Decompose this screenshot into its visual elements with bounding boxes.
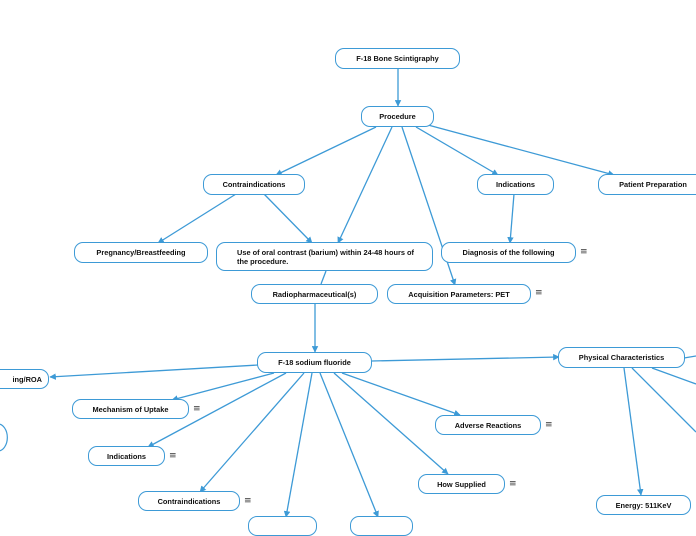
node-indications-sub-notes-icon[interactable]: ≡ bbox=[169, 451, 177, 461]
edge-oral-contrast-radiopharm bbox=[320, 270, 327, 285]
edge-contraindications-pregnancy bbox=[157, 193, 237, 244]
node-f18-sodium-fluoride[interactable]: F-18 sodium fluoride bbox=[257, 352, 372, 373]
edge-f18-child-b bbox=[319, 372, 379, 518]
edge-procedure-oral-contrast bbox=[337, 126, 393, 244]
node-contraindications-sub[interactable]: Contraindications bbox=[138, 491, 240, 511]
node-mechanism-notes-icon[interactable]: ≡ bbox=[193, 404, 201, 414]
node-oral-contrast[interactable]: Use of oral contrast (barium) within 24-… bbox=[216, 242, 433, 271]
edge-procedure-indications bbox=[415, 126, 499, 176]
node-radiopharmaceuticals[interactable]: Radiopharmaceutical(s) bbox=[251, 284, 378, 304]
edge-f18-physical bbox=[371, 353, 560, 362]
edge-f18-mechanism bbox=[171, 372, 275, 402]
node-acquisition-notes-icon[interactable]: ≡ bbox=[535, 288, 543, 298]
node-indications-sub[interactable]: Indications bbox=[88, 446, 165, 466]
edge-f18-contraindications bbox=[199, 372, 305, 493]
node-adverse-reactions[interactable]: Adverse Reactions bbox=[435, 415, 541, 435]
node-pregnancy-breastfeeding[interactable]: Pregnancy/Breastfeeding bbox=[74, 242, 208, 263]
node-offscreen-child-a[interactable] bbox=[248, 516, 317, 536]
node-adverse-notes-icon[interactable]: ≡ bbox=[545, 420, 553, 430]
edge-contraindications-oral-contrast bbox=[263, 193, 313, 244]
node-acquisition-parameters[interactable]: Acquisition Parameters: PET bbox=[387, 284, 531, 304]
node-how-supplied[interactable]: How Supplied bbox=[418, 474, 505, 494]
node-diagnosis[interactable]: Diagnosis of the following bbox=[441, 242, 576, 263]
edge-procedure-patient-prep bbox=[427, 124, 615, 177]
edge-physical-offscreen-b bbox=[651, 367, 696, 385]
node-patient-preparation[interactable]: Patient Preparation bbox=[598, 174, 696, 195]
edge-f18-routing bbox=[49, 364, 259, 380]
edge-f18-child-a bbox=[283, 372, 313, 518]
node-how-supplied-notes-icon[interactable]: ≡ bbox=[509, 479, 517, 489]
node-contraindications-sub-notes-icon[interactable]: ≡ bbox=[244, 496, 252, 506]
node-routing-roa[interactable]: ing/ROA bbox=[0, 369, 49, 389]
node-root-f18-bone-scintigraphy[interactable]: F-18 Bone Scintigraphy bbox=[335, 48, 460, 69]
node-contraindications[interactable]: Contraindications bbox=[203, 174, 305, 195]
edge-f18-how-supplied bbox=[333, 372, 449, 475]
edge-indications-diagnosis bbox=[507, 193, 515, 244]
edge-physical-offscreen-a bbox=[631, 367, 696, 433]
node-procedure[interactable]: Procedure bbox=[361, 106, 434, 127]
edge-physical-offscreen-c bbox=[683, 355, 696, 359]
edge-physical-energy bbox=[623, 367, 644, 496]
edge-f18-indications bbox=[147, 372, 287, 448]
node-energy[interactable]: Energy: 511KeV bbox=[596, 495, 691, 515]
edge-procedure-contraindications bbox=[275, 126, 377, 176]
edge-f18-adverse bbox=[341, 372, 461, 417]
node-offscreen-child-b[interactable] bbox=[350, 516, 413, 536]
offscreen-node-left-edge bbox=[0, 423, 8, 452]
node-diagnosis-notes-icon[interactable]: ≡ bbox=[580, 247, 588, 257]
node-mechanism-of-uptake[interactable]: Mechanism of Uptake bbox=[72, 399, 189, 419]
connector-lines bbox=[0, 68, 696, 518]
node-indications[interactable]: Indications bbox=[477, 174, 554, 195]
node-physical-characteristics[interactable]: Physical Characteristics bbox=[558, 347, 685, 368]
